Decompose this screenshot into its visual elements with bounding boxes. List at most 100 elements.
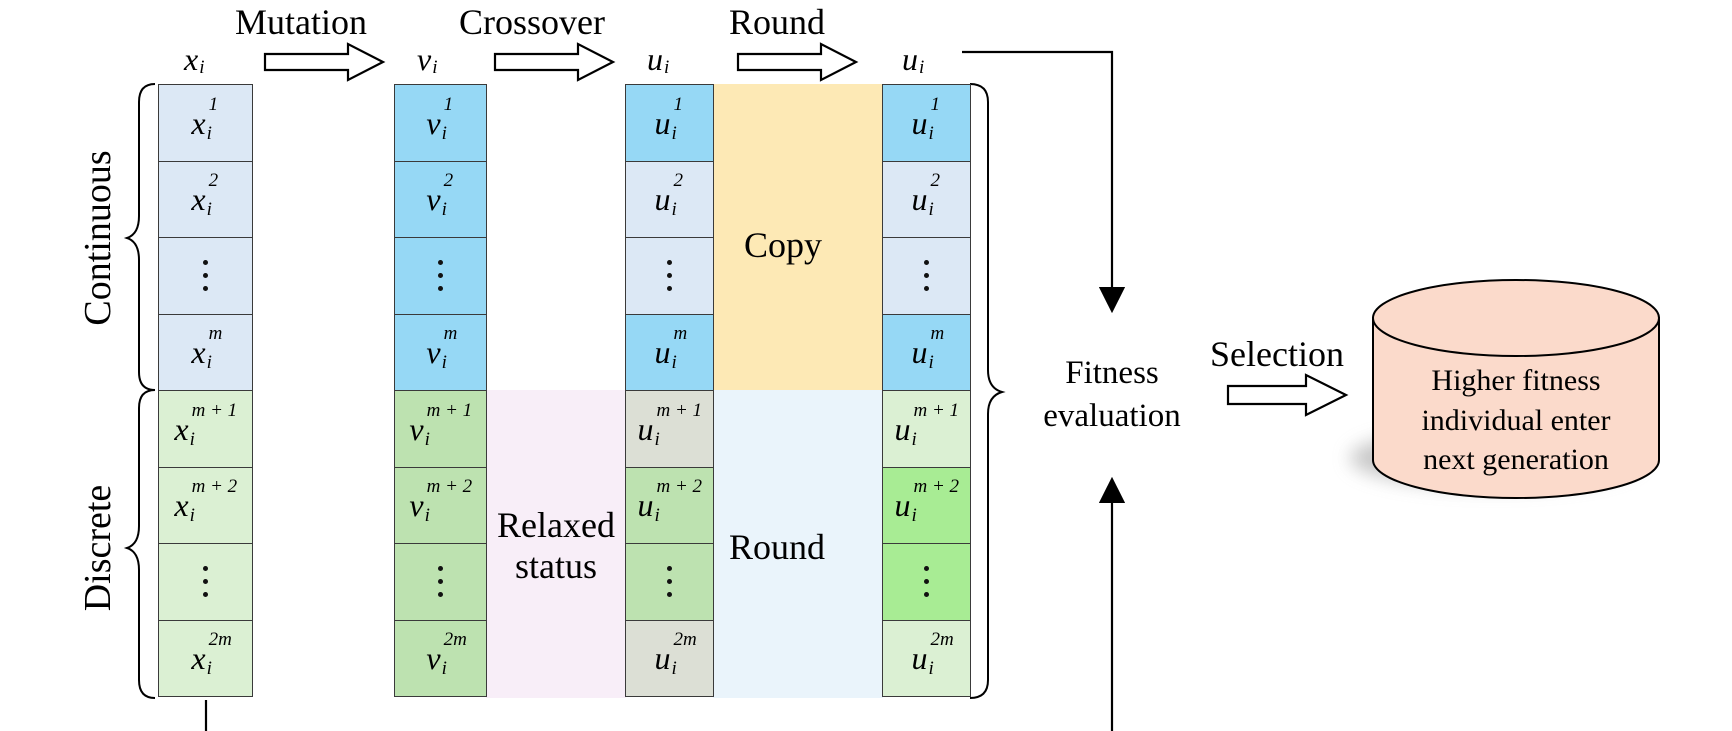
discrete-brace [123,389,156,699]
database-line3: next generation [1423,443,1609,477]
relaxed-status-label: Relaxed status [488,505,624,588]
crossover-label: Crossover [459,2,605,42]
relaxed-label-line2: status [514,546,597,587]
vector-cell [882,543,971,621]
continuous-label: Continuous [77,150,119,326]
database-line2: individual enter [1421,403,1611,437]
vector-cell [882,237,971,315]
round-label: Round [729,527,826,567]
vector-cell [625,237,714,315]
ellipsis-icon [924,566,929,598]
top-feedback-line [962,50,1126,314]
ellipsis-icon [438,566,443,598]
copy-band [713,84,883,390]
vector-cell [394,237,487,315]
vector-cell [158,543,253,621]
round-arrow [736,42,859,82]
continuous-brace [123,83,156,391]
fitness-evaluation-label: Fitness evaluation [1022,352,1202,438]
ellipsis-icon [438,260,443,292]
ellipsis-icon [203,566,208,598]
relaxed-status-band [486,390,626,698]
bottom-feedback-line [204,476,1126,731]
selection-label: Selection [1210,334,1344,374]
database-line1: Higher fitness [1431,364,1601,397]
discrete-label: Discrete [77,484,119,612]
ellipsis-icon [667,260,672,292]
fitness-line1: Fitness [1065,355,1159,391]
selection-arrow [1226,373,1349,417]
mutation-label: Mutation [235,2,367,42]
right-brace [969,83,1006,699]
round-step-label: Round [729,2,826,42]
database-label: Higher fitness individual enter next gen… [1371,361,1661,480]
database-top [1372,279,1660,357]
ellipsis-icon [667,566,672,598]
ellipsis-icon [203,260,208,292]
mutation-arrow [263,42,386,82]
relaxed-label-line1: Relaxed [497,505,615,545]
round-band [713,390,883,698]
vector-cell [158,237,253,315]
ellipsis-icon [924,260,929,292]
vector-cell [625,543,714,621]
database-body [1372,317,1660,499]
vector-cell [394,543,487,621]
fitness-line2: evaluation [1043,397,1181,434]
crossover-arrow [493,42,616,82]
